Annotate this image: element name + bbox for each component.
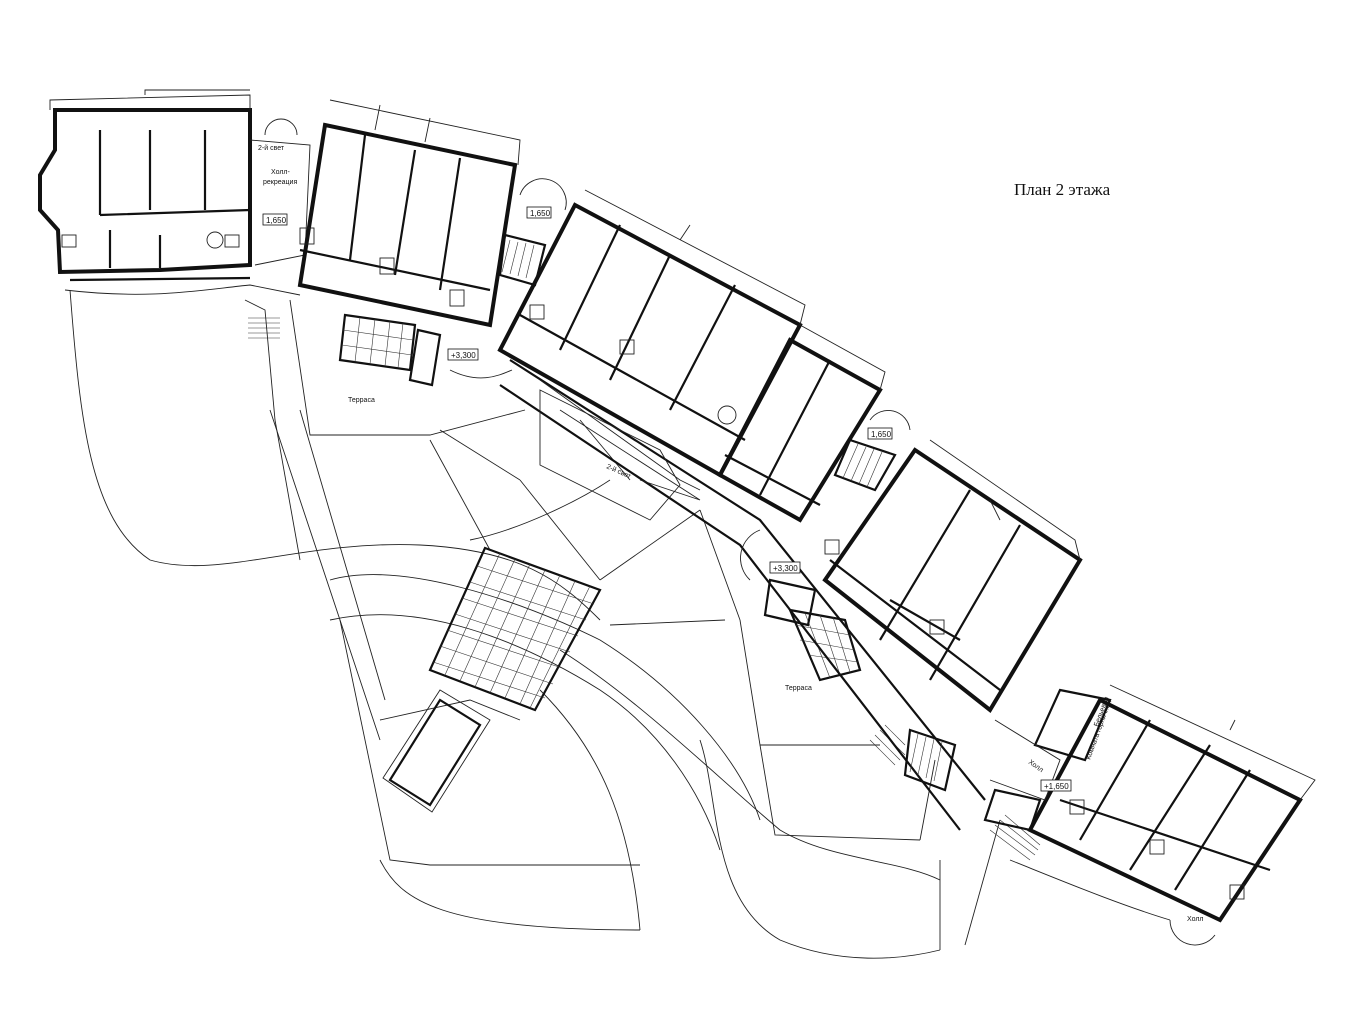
- level-mark-1: 1,650: [266, 216, 287, 225]
- level-mark-5: +3,300: [773, 564, 798, 573]
- label-terrace-1: Терраса: [348, 397, 375, 404]
- wing-2: [297, 99, 521, 328]
- wing-left: [38, 89, 301, 296]
- plan-title: План 2 этажа: [1014, 180, 1111, 199]
- wing-5: [822, 439, 1083, 713]
- exterior-stairs: [248, 317, 1041, 861]
- label-terrace-2: Терраса: [785, 685, 812, 692]
- hall-recreation: [249, 139, 311, 266]
- stair-hall-2: [833, 410, 911, 492]
- label-hall-1: Холл: [1027, 759, 1045, 774]
- wing-4: [717, 324, 886, 523]
- terrace-stair-right: [788, 608, 862, 682]
- level-marks: 1,650 1,650 +3,300 1,650 +3,300 +1,650: [262, 206, 1072, 792]
- level-mark-3: +3,300: [451, 351, 476, 360]
- room-labels: 2-й свет Холл- рекреация Терраса 2-й све…: [258, 144, 1204, 923]
- level-mark-6: +1,650: [1044, 782, 1069, 791]
- level-mark-2: 1,650: [530, 209, 551, 218]
- level-mark-4: 1,650: [871, 430, 892, 439]
- site-lines: [69, 289, 1001, 959]
- hall-service-block: [903, 688, 1171, 921]
- terrace-stair-left: [338, 313, 417, 372]
- label-hall-recreation-2: рекреация: [263, 179, 297, 186]
- wing-3: [497, 189, 806, 478]
- label-second-light-1: 2-й свет: [258, 144, 285, 152]
- skylight-grid: [428, 546, 602, 712]
- label-hall-recreation-1: Холл-: [271, 169, 290, 176]
- label-hall-2: Холл: [1187, 916, 1204, 923]
- pool-area: [382, 689, 491, 813]
- wing-6: [1027, 684, 1316, 946]
- corridor: [408, 328, 986, 831]
